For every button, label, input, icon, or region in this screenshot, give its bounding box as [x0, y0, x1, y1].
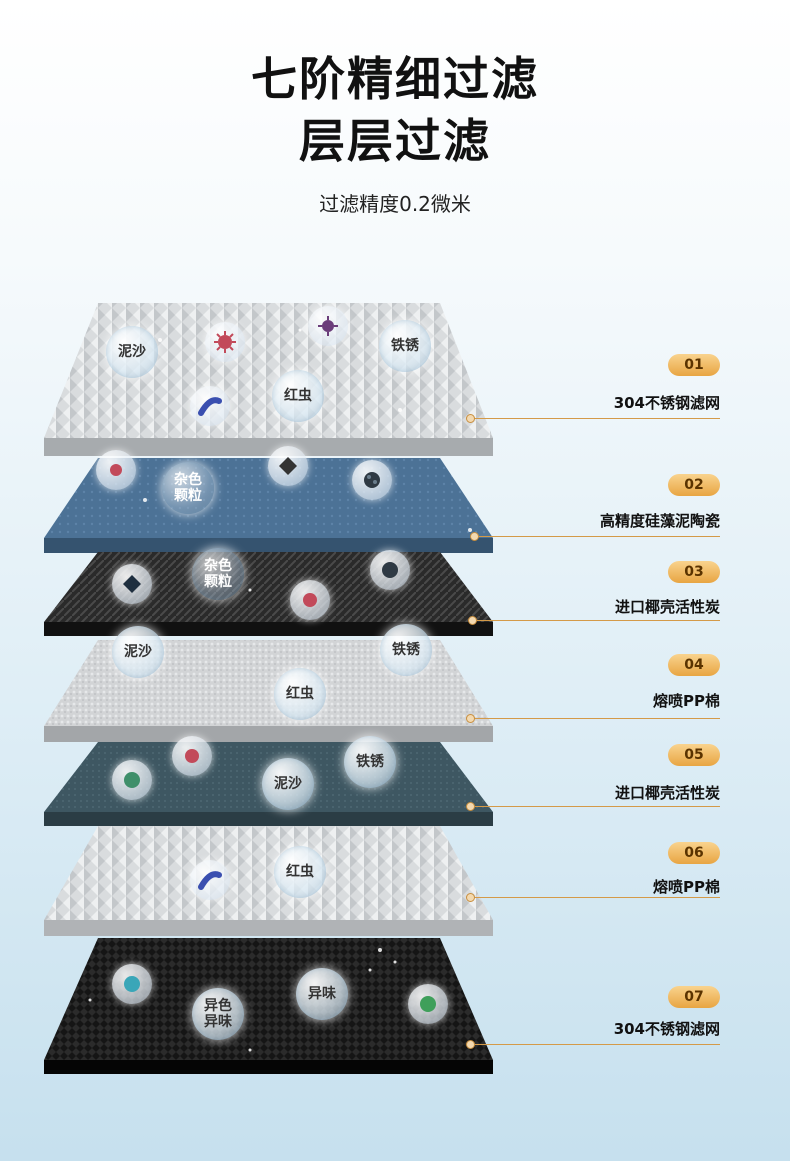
red-worm-bubble: 红虫: [272, 370, 324, 422]
layer-tag: 01: [668, 354, 720, 376]
rust-label: 铁锈: [391, 338, 419, 354]
leader-dot: [466, 893, 475, 902]
leader-dot: [466, 1040, 475, 1049]
odd-color-taste-bubble: 异色 异味: [192, 988, 244, 1040]
impurity-label: 杂色 颗粒: [204, 558, 232, 590]
virus-icon: [172, 736, 212, 776]
virus-icon: [112, 760, 152, 800]
virus-icon: [112, 964, 152, 1004]
leader-line: [470, 418, 720, 419]
red-worm-label: 红虫: [286, 864, 314, 880]
leader-line: [474, 536, 720, 537]
leader-line: [470, 806, 720, 807]
impurity-bubble: 杂色 颗粒: [162, 462, 214, 514]
odd-taste-label: 异味: [308, 986, 336, 1002]
layer-label: 高精度硅藻泥陶瓷: [599, 512, 720, 530]
red-worm-label: 红虫: [284, 388, 312, 404]
bacteria-icon: [190, 860, 230, 900]
mud-sand-bubble: 泥沙: [106, 326, 158, 378]
rust-label: 铁锈: [356, 754, 384, 770]
leader-dot: [466, 802, 475, 811]
layer-label: 进口椰壳活性炭: [614, 784, 720, 802]
odd-taste-bubble: 异味: [296, 968, 348, 1020]
leader-line: [470, 1044, 720, 1045]
virus-icon: [408, 984, 448, 1024]
leader-line: [472, 620, 720, 621]
page-subtitle: 过滤精度0.2微米: [319, 192, 471, 216]
layer-label: 熔喷PP棉: [653, 878, 720, 896]
red-worm-bubble: 红虫: [274, 668, 326, 720]
virus-icon: [96, 450, 136, 490]
mud-sand-label: 泥沙: [124, 644, 152, 660]
layer-label: 进口椰壳活性炭: [614, 598, 720, 616]
leader-dot: [466, 714, 475, 723]
layer-tag: 03: [668, 561, 720, 583]
layer-tag: 07: [668, 986, 720, 1008]
particle-icon: [112, 564, 152, 604]
mud-sand-label: 泥沙: [118, 344, 146, 360]
virus-icon: [370, 550, 410, 590]
odd-color-taste-label: 异色 异味: [204, 998, 232, 1030]
impurity-label: 杂色 颗粒: [174, 472, 202, 504]
particle-icon: [268, 446, 308, 486]
red-worm-label: 红虫: [286, 686, 314, 702]
mud-sand-label: 泥沙: [274, 776, 302, 792]
leader-dot: [470, 532, 479, 541]
page-title-line2: 层层过滤: [299, 114, 491, 168]
leader-dot: [468, 616, 477, 625]
rust-bubble: 铁锈: [344, 736, 396, 788]
leader-dot: [466, 414, 475, 423]
header: 七阶精细过滤 层层过滤 过滤精度0.2微米: [0, 48, 790, 217]
page-title-line1: 七阶精细过滤: [251, 52, 539, 106]
virus-icon: [205, 322, 245, 362]
layer-tag: 06: [668, 842, 720, 864]
mud-sand-bubble: 泥沙: [262, 758, 314, 810]
virus-icon: [352, 460, 392, 500]
layer-label: 304不锈钢滤网: [613, 394, 720, 412]
layer-tag: 02: [668, 474, 720, 496]
bacteria-icon: [190, 386, 230, 426]
layer-label: 熔喷PP棉: [653, 692, 720, 710]
leader-line: [470, 897, 720, 898]
virus-icon: [308, 306, 348, 346]
virus-icon: [290, 580, 330, 620]
layer-label: 304不锈钢滤网: [613, 1020, 720, 1038]
red-worm-bubble: 红虫: [274, 846, 326, 898]
rust-bubble: 铁锈: [379, 320, 431, 372]
layer-tag: 04: [668, 654, 720, 676]
mud-sand-bubble: 泥沙: [112, 626, 164, 678]
layer-tag: 05: [668, 744, 720, 766]
leader-line: [470, 718, 720, 719]
rust-bubble: 铁锈: [380, 624, 432, 676]
rust-label: 铁锈: [392, 642, 420, 658]
impurity-bubble: 杂色 颗粒: [192, 548, 244, 600]
